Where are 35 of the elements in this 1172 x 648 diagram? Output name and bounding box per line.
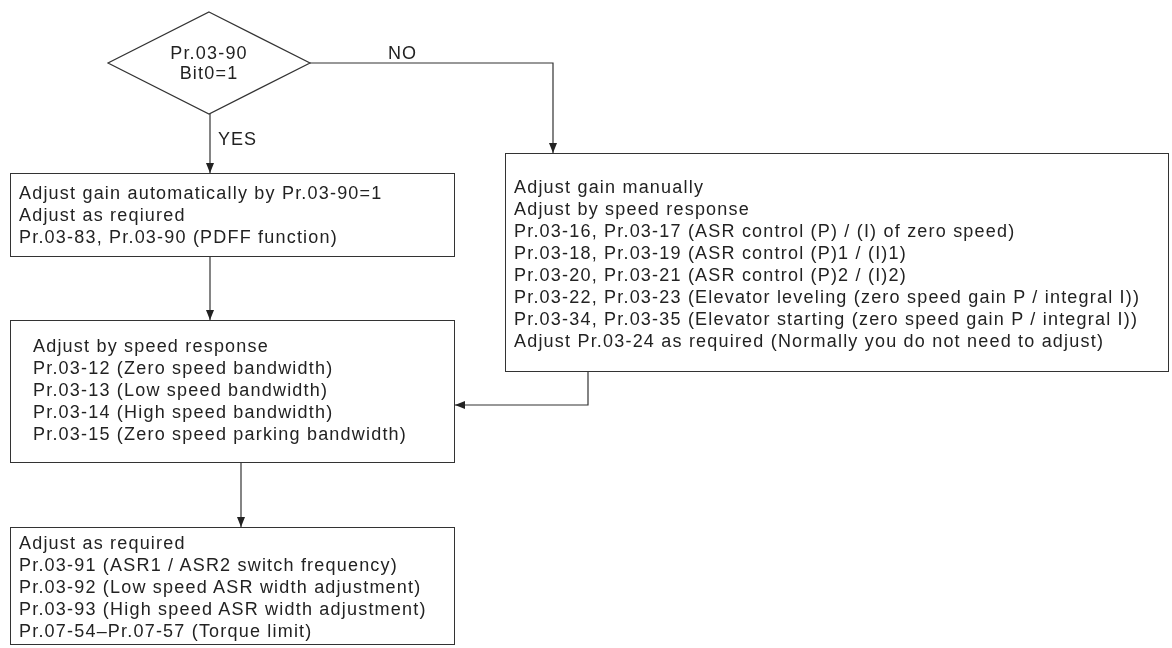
step-text: Adjust by speed response — [514, 198, 751, 220]
step-text: Pr.03-16, Pr.03-17 (ASR control (P) / (I) of zero speed) — [514, 220, 1017, 242]
step-text: Pr.03-92 (Low speed ASR width adjustment) — [19, 576, 423, 598]
step-text: Pr.03-13 (Low speed bandwidth) — [33, 379, 330, 401]
decision-text: Bit0=1 — [179, 63, 239, 83]
step-text: Pr.03-91 (ASR1 / ASR2 switch frequency) — [19, 554, 399, 576]
process-box — [10, 320, 455, 463]
arrow — [237, 462, 245, 528]
process-box — [505, 153, 1169, 372]
step-text: Pr.03-83, Pr.03-90 (PDFF function) — [19, 226, 339, 248]
step-text: Pr.03-20, Pr.03-21 (ASR control (P)2 / (I)2) — [514, 264, 908, 286]
step-text: Pr.07-54–Pr.07-57 (Torque limit) — [19, 620, 314, 642]
arrow — [206, 113, 214, 174]
step-text: Pr.03-22, Pr.03-23 (Elevator leveling (zero speed gain P / integral I)) — [514, 286, 1142, 308]
process-box — [10, 527, 455, 645]
step-text: Adjust gain automatically by Pr.03-90=1 — [19, 182, 384, 204]
step-text: Pr.03-15 (Zero speed parking bandwidth) — [33, 423, 408, 445]
arrow — [309, 62, 557, 154]
step-text: Pr.03-34, Pr.03-35 (Elevator starting (zero speed gain P / integral I)) — [514, 308, 1140, 330]
edge-label: NO — [388, 44, 417, 62]
step-text: Adjust gain manually — [514, 176, 706, 198]
step-text: Adjust Pr.03-24 as required (Normally you do not need to adjust) — [514, 330, 1106, 352]
process-box — [10, 173, 455, 257]
step-text: Pr.03-18, Pr.03-19 (ASR control (P)1 / (I)1) — [514, 242, 908, 264]
step-text: Adjust as required — [19, 532, 187, 554]
step-text: Adjust as reqiured — [19, 204, 187, 226]
decision-text: Pr.03-90 — [170, 43, 248, 63]
step-text: Pr.03-14 (High speed bandwidth) — [33, 401, 335, 423]
arrow — [206, 256, 214, 321]
edge-label: YES — [218, 130, 258, 148]
arrow — [454, 371, 589, 409]
step-text: Adjust by speed response — [33, 335, 270, 357]
step-text: Pr.03-93 (High speed ASR width adjustment) — [19, 598, 428, 620]
decision-diamond — [106, 11, 312, 115]
step-text: Pr.03-12 (Zero speed bandwidth) — [33, 357, 335, 379]
